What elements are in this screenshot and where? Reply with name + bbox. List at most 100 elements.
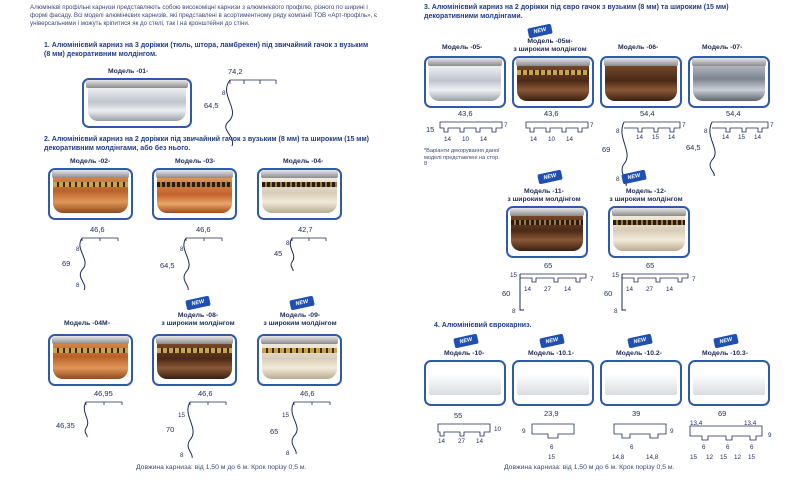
model-02-label: Модель -02- — [70, 158, 111, 165]
model-09-photo — [257, 334, 342, 386]
model-10-dim-a: 14 — [438, 438, 446, 445]
model-12-profile — [611, 208, 687, 252]
model-08-sub: з широким молдінгом — [161, 319, 235, 327]
model-01-photo — [82, 78, 192, 128]
model-11-dim-height: 60 — [502, 289, 511, 298]
model-07-dim-width: 54,4 — [726, 109, 741, 118]
model-12-dim-b: 27 — [646, 286, 654, 293]
model-10-dim-height: 10 — [494, 426, 502, 433]
model-01-dim-height: 64,5 — [204, 101, 219, 110]
model-01-drawing — [225, 79, 277, 147]
model-11-sub: з широким молдінгом — [507, 195, 581, 203]
model-05m-name: Модель -05м- — [527, 38, 573, 45]
model-07-dim-height: 64,5 — [686, 143, 701, 152]
model-10-1-dim-b: 15 — [548, 454, 556, 461]
model-06-dim-c: 14 — [668, 134, 676, 141]
model-08-drawing — [187, 401, 227, 459]
model-10-2-dim-height: 9 — [670, 428, 674, 435]
model-11-dim-width: 65 — [544, 261, 553, 270]
left-page: Алюмінієві профільні карнизи представляю… — [30, 4, 378, 471]
model-10-3-dim-k: 15 — [748, 454, 756, 461]
model-07-label: Модель -07- — [702, 44, 743, 51]
model-10-3-dim-g: 12 — [706, 454, 714, 461]
model-12-drawing — [621, 273, 689, 311]
model-09-dim-width: 46,6 — [300, 389, 315, 398]
model-05m-dim-r: 7 — [590, 122, 594, 129]
model-12-dim-step-bottom: 8 — [614, 308, 618, 315]
section-1-title: 1. Алюмінієвий карниз на 3 доріжки (тюль… — [44, 42, 369, 58]
model-09-dim-step-bottom: 8 — [286, 450, 290, 457]
model-10-3-drawing — [689, 425, 763, 441]
model-04-dim-width: 42,7 — [298, 225, 313, 234]
model-11-dim-r: 7 — [590, 276, 594, 283]
model-06-dim-height: 69 — [602, 145, 611, 154]
model-04m-drawing — [83, 401, 123, 438]
model-04-dim-height: 45 — [274, 249, 283, 258]
model-10-3-dim-c: 6 — [702, 444, 706, 451]
model-03-dim-step: 8 — [180, 246, 184, 253]
model-10-2-label: Модель -10.2- — [616, 350, 662, 357]
model-10-3-dim-b: 13,4 — [744, 420, 757, 427]
model-12-dim-width: 65 — [646, 261, 655, 270]
model-08-dim-height: 70 — [166, 425, 175, 434]
model-10-1-dim-a: 6 — [550, 444, 554, 451]
model-05-drawing — [439, 121, 503, 133]
model-06-dim-width: 54,4 — [640, 109, 655, 118]
model-10-label: Модель -10- — [444, 350, 485, 357]
model-09-profile — [260, 336, 338, 380]
model-07-photo — [688, 56, 770, 108]
new-badge-05m: NEW — [527, 23, 553, 39]
model-09-drawing — [291, 401, 331, 455]
model-05m-drawing — [525, 121, 589, 133]
model-03-photo — [152, 168, 237, 220]
model-06-dim-b: 15 — [652, 134, 660, 141]
model-08-photo — [152, 334, 237, 386]
model-10-1-drawing — [531, 423, 575, 439]
model-03-profile — [155, 170, 233, 214]
model-04m-photo — [48, 334, 133, 386]
model-12-label: Модель -12- з широким молдінгом — [606, 188, 686, 203]
model-10-2-drawing — [613, 423, 667, 439]
model-06-dim-step-top: 8 — [616, 128, 620, 135]
model-12-name: Модель -12- — [625, 188, 667, 195]
footnote-right: Довжина карниза: від 1,50 м до 6 м. Крок… — [504, 464, 675, 471]
model-05-photo — [424, 56, 506, 108]
model-11-dim-step-bottom: 8 — [512, 308, 516, 315]
new-badge-11: NEW — [537, 169, 563, 185]
model-11-name: Модель -11- — [524, 188, 564, 195]
model-10-3-dim-i: 15 — [720, 454, 728, 461]
model-05m-dim-b: 10 — [548, 136, 556, 143]
model-05-dim-b: 10 — [462, 136, 470, 143]
model-02-photo — [48, 168, 133, 220]
model-03-label: Модель -03- — [175, 158, 216, 165]
model-10-2-dim-c: 14,8 — [646, 454, 659, 461]
model-10-3-dim-d: 6 — [726, 444, 730, 451]
model-10-1-photo — [512, 360, 594, 406]
model-01-label: Модель -01- — [108, 68, 149, 75]
model-12-dim-r: 7 — [692, 276, 696, 283]
model-12-dim-a: 14 — [626, 286, 634, 293]
model-05m-profile — [515, 58, 591, 102]
model-02-dim-step-top: 8 — [76, 246, 80, 253]
model-11-dim-c: 14 — [564, 286, 572, 293]
model-04-photo — [257, 168, 342, 220]
variants-note: *Варіанти декорування даної моделі предс… — [424, 148, 500, 168]
model-05-dim-width: 43,6 — [458, 109, 473, 118]
model-10-2-dim-width: 39 — [632, 409, 641, 418]
model-08-profile — [155, 336, 233, 380]
intro-paragraph: Алюмінієві профільні карнизи представляю… — [30, 4, 378, 27]
model-11-profile — [509, 208, 585, 252]
model-01-profile — [86, 80, 188, 122]
model-03-dim-height: 64,5 — [160, 261, 175, 270]
model-10-3-dim-height: 9 — [768, 432, 772, 439]
model-10-drawing — [437, 423, 491, 437]
model-04m-profile — [51, 336, 129, 380]
model-06-profile — [603, 58, 679, 102]
model-06-label: Модель -06- — [618, 44, 659, 51]
model-10-1-dim-width: 23,9 — [544, 409, 559, 418]
model-05m-sub: з широким молдінгом — [513, 45, 587, 53]
model-10-3-dim-a: 13,4 — [690, 420, 703, 427]
model-05-profile — [427, 58, 503, 102]
model-10-dim-c: 14 — [476, 438, 484, 445]
model-07-drawing — [709, 121, 769, 177]
